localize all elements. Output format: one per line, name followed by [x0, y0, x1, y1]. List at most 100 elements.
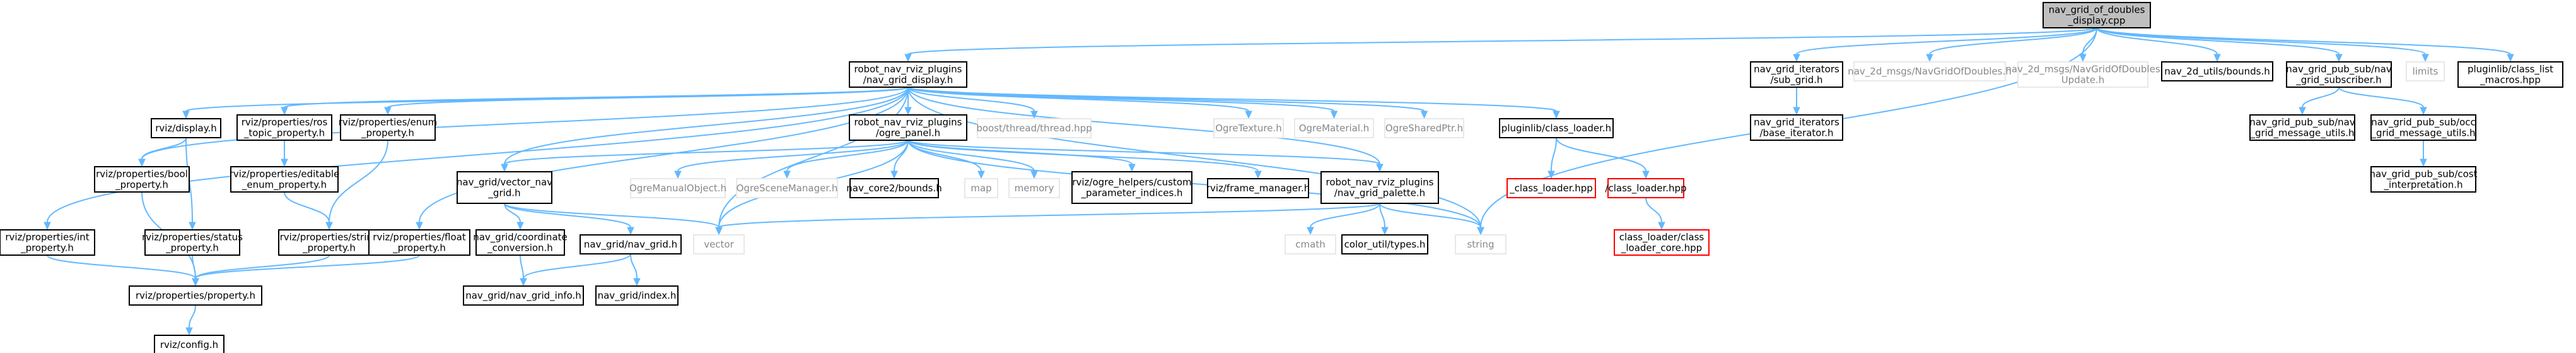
node-class-loader-h[interactable]: pluginlib/class_loader.h	[1499, 118, 1614, 138]
arrowhead-vector_nav_grid	[501, 164, 508, 172]
node-label-line: string	[1467, 239, 1494, 250]
node-cost-interpretation[interactable]: nav_grid_pub_sub/cost_interpretation.h	[2369, 166, 2478, 193]
node-label-line: rviz/ogre_helpers/custom	[1072, 177, 1191, 189]
node-box	[1207, 178, 1309, 198]
node-underscore-class-loader[interactable]: _class_loader.hpp	[1507, 178, 1596, 198]
node-label-line: _property.h	[165, 242, 219, 254]
node-editable-enum[interactable]: rviz/properties/editable_enum_property.h	[230, 166, 340, 193]
arrowhead-limits	[2422, 54, 2429, 63]
node-label-line: nav_grid/nav_grid_info.h	[465, 290, 581, 302]
node-enum-prop[interactable]: rviz/properties/enum_property.h	[339, 114, 438, 141]
node-ogre-panel[interactable]: robot_nav_rviz_plugins/ogre_panel.h	[849, 114, 967, 141]
node-nav-grid-message-utils[interactable]: nav_grid_pub_sub/nav_grid_message_utils.…	[2249, 114, 2355, 141]
node-custom-param[interactable]: rviz/ogre_helpers/custom_parameter_indic…	[1071, 171, 1192, 204]
node-ogrescenemanager[interactable]: OgreSceneManager.h	[736, 178, 838, 198]
node-label-line: nav_grid_pub_sub/occ	[2371, 117, 2476, 129]
node-int-prop[interactable]: rviz/properties/int_property.h	[0, 229, 95, 256]
node-base-iterator[interactable]: nav_grid_iterators/base_iterator.h	[1750, 114, 1843, 141]
node-ogresharedptr[interactable]: OgreSharedPtr.h	[1384, 118, 1464, 138]
node-box	[144, 229, 240, 256]
node-box	[1294, 118, 1374, 138]
node-root[interactable]: nav_grid_of_doubles_display.cpp	[2043, 2, 2151, 28]
node-coord-conv[interactable]: nav_grid/coordinate_conversion.h	[473, 229, 568, 256]
node-color-util[interactable]: color_util/types.h	[1341, 234, 1428, 254]
node-memory[interactable]: memory	[1008, 178, 1060, 198]
node-cmath[interactable]: cmath	[1285, 234, 1336, 254]
node-vector[interactable]: vector	[693, 234, 745, 254]
node-bool-prop[interactable]: rviz/properties/bool_property.h	[94, 166, 190, 193]
node-label-line: boost/thread/thread.hpp	[976, 123, 1092, 134]
node-label-line: rviz/properties/float	[373, 232, 466, 243]
arrowhead-custom_param	[1128, 164, 1136, 172]
edge-ogre_panel-to-ogremanualobject	[677, 140, 909, 172]
node-string-prop[interactable]: rviz/properties/string_property.h	[278, 229, 380, 256]
node-label-line: nav_2d_msgs/NavGridOfDoubles	[2005, 64, 2160, 76]
node-label-line: rviz/frame_manager.h	[1206, 182, 1310, 194]
node-string[interactable]: string	[1455, 234, 1507, 254]
edge-class_loader_h-to-underscore_class_loader	[1551, 137, 1557, 172]
node-float-prop[interactable]: rviz/properties/float_property.h	[368, 229, 470, 256]
edge-subscriber-to-nav_grid_message_utils	[2302, 87, 2340, 108]
node-label-line: nav_grid_pub_sub/nav	[2286, 64, 2392, 76]
node-vector-nav-grid[interactable]: nav_grid/vector_nav_grid.h	[457, 171, 552, 204]
node-box	[1455, 234, 1507, 254]
node-ogretexture[interactable]: OgreTexture.h	[1213, 118, 1284, 138]
edge-root-to-nav_grid_iter_sub	[1796, 27, 2097, 55]
node-label-line: OgreSharedPtr.h	[1385, 123, 1463, 134]
edge-nav_grid_display-to-ogresharedptr	[907, 87, 1425, 112]
node-ogremanualobject[interactable]: OgreManualObject.h	[629, 178, 726, 198]
node-subscriber[interactable]: nav_grid_pub_sub/nav_grid_subscriber.h	[2286, 61, 2392, 88]
node-nav-grid-palette[interactable]: robot_nav_rviz_plugins/nav_grid_palette.…	[1320, 171, 1439, 204]
arrowhead-nav_grid_palette	[1376, 164, 1384, 172]
node-property-h[interactable]: rviz/properties/property.h	[129, 285, 262, 306]
node-nav-grid-iter-sub[interactable]: nav_grid_iterators/sub_grid.h	[1750, 61, 1843, 88]
arrowhead-ogresharedptr	[1420, 111, 1428, 119]
node-nav-grid-h[interactable]: nav_grid/nav_grid.h	[580, 234, 682, 254]
node-label-line: class_loader/class	[1619, 232, 1705, 244]
node-limits[interactable]: limits	[2406, 61, 2445, 81]
node-nav-grid-display[interactable]: robot_nav_rviz_plugins/nav_grid_display.…	[849, 61, 967, 88]
node-slash-class-loader[interactable]: /class_loader.hpp	[1605, 178, 1687, 198]
node-label-line: rviz/properties/string	[280, 232, 379, 243]
node-map[interactable]: map	[964, 178, 998, 198]
node-boost-thread[interactable]: boost/thread/thread.hpp	[976, 118, 1092, 138]
node-frame-manager[interactable]: rviz/frame_manager.h	[1206, 178, 1310, 198]
edge-nav_grid_display-to-ros_topic	[284, 87, 909, 108]
node-config-h[interactable]: rviz/config.h	[154, 335, 224, 353]
edge-vector_nav_grid-to-vector	[504, 203, 720, 228]
node-ogrematerial[interactable]: OgreMaterial.h	[1294, 118, 1374, 138]
node-label-line: memory	[1015, 182, 1054, 194]
node-ros-topic[interactable]: rviz/properties/ros_topic_property.h	[236, 114, 332, 141]
node-nav-grid-info[interactable]: nav_grid/nav_grid_info.h	[463, 285, 584, 306]
node-status-prop[interactable]: rviz/properties/status_property.h	[142, 229, 243, 256]
node-label-line: rviz/properties/bool	[96, 169, 188, 180]
node-label-line: rviz/properties/editable	[230, 169, 340, 180]
node-label-line: robot_nav_rviz_plugins	[854, 64, 962, 76]
node-occ-grid-message-utils[interactable]: nav_grid_pub_sub/occ_grid_message_utils.…	[2370, 114, 2476, 141]
node-index-h[interactable]: nav_grid/index.h	[595, 285, 679, 306]
arrowhead-index_h	[633, 278, 641, 287]
node-label-line: _property.h	[392, 242, 446, 254]
node-label-line: nav_grid/coordinate	[473, 232, 568, 244]
node-label-line: map	[970, 182, 991, 194]
edge-nav_grid_display-to-vector	[718, 87, 909, 228]
node-bounds[interactable]: nav_2d_utils/bounds.h	[2161, 61, 2273, 81]
node-display[interactable]: rviz/display.h	[151, 118, 221, 138]
node-class-list-macros[interactable]: pluginlib/class_list_macros.hpp	[2457, 61, 2563, 88]
edge-ogre_panel-to-nav_grid_palette	[907, 140, 1380, 165]
node-box	[1071, 171, 1192, 204]
node-label-line: rviz/config.h	[160, 339, 218, 350]
node-label-line: OgreTexture.h	[1215, 123, 1282, 134]
node-label-line: rviz/display.h	[155, 123, 217, 134]
node-label-line: vector	[704, 239, 734, 250]
node-core2d-bounds[interactable]: nav_core2/bounds.h	[846, 178, 942, 198]
arrowhead-nav_grid_iter_sub	[1793, 54, 1800, 63]
node-box	[1507, 178, 1596, 198]
node-box	[1607, 178, 1684, 198]
edge-nav_grid_palette-to-cmath	[1310, 203, 1380, 228]
node-class-loader-core[interactable]: class_loader/class_loader_core.hpp	[1614, 229, 1710, 256]
arrowhead-string_prop	[325, 222, 333, 230]
node-label-line: robot_nav_rviz_plugins	[854, 117, 962, 129]
node-navgridofdoubles[interactable]: nav_2d_msgs/NavGridOfDoubles.h	[1848, 61, 2012, 81]
